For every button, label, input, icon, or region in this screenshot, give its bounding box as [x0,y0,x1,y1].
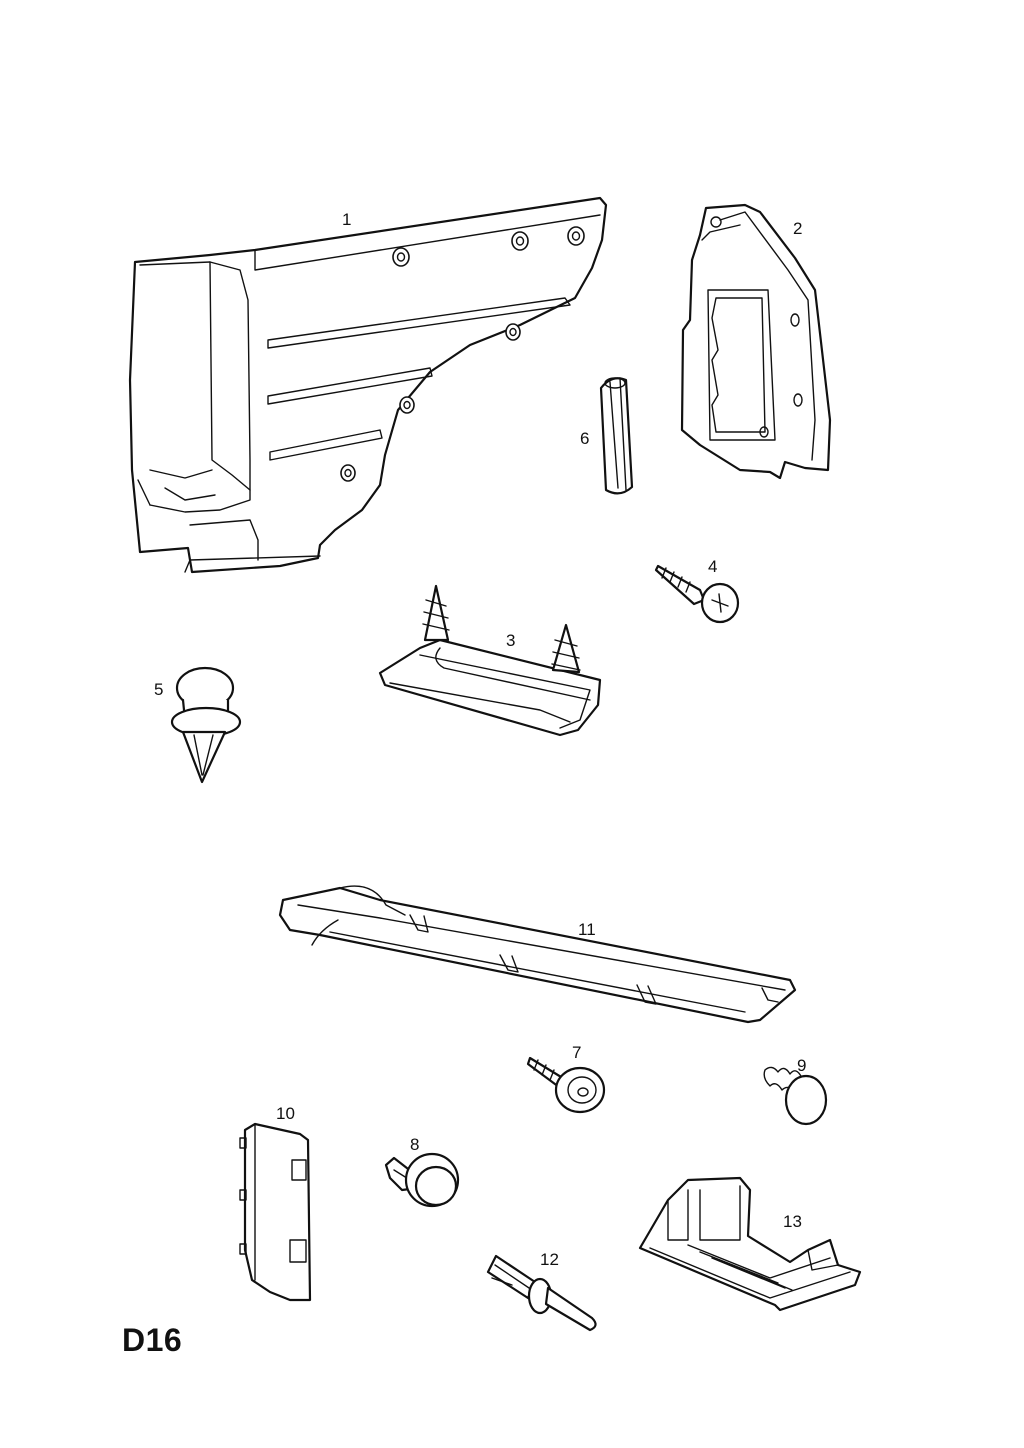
part-3-clip-strip [378,584,602,737]
callout-2: 2 [793,219,802,238]
callout-3: 3 [506,631,515,650]
callout-4: 4 [708,557,717,576]
part-6-roll-pin [599,377,634,495]
callout-6: 6 [580,429,589,448]
part-8-plug-clip [384,1152,460,1208]
part-1-side-trim-panel [128,196,608,574]
callout-9: 9 [797,1056,806,1075]
callout-10: 10 [276,1104,295,1123]
part-7-washer-screw [526,1056,606,1114]
part-13-tray-holder [638,1176,862,1312]
part-9-spring-button [763,1066,828,1126]
callout-7: 7 [572,1043,581,1062]
part-12-expanding-rivet [486,1254,597,1332]
sheet-code: D16 [122,1322,183,1358]
part-5-push-rivet [170,666,242,784]
part-10-cover-plate [239,1122,312,1302]
part-2-bracket-plate [680,203,832,480]
callout-5: 5 [154,680,163,699]
part-4-screw [654,564,740,624]
part-11-sill-trim [278,885,797,1024]
callout-13: 13 [783,1212,802,1231]
callout-11: 11 [578,920,596,939]
callout-12: 12 [540,1250,559,1269]
callout-1: 1 [342,210,351,229]
callout-8: 8 [410,1135,419,1154]
